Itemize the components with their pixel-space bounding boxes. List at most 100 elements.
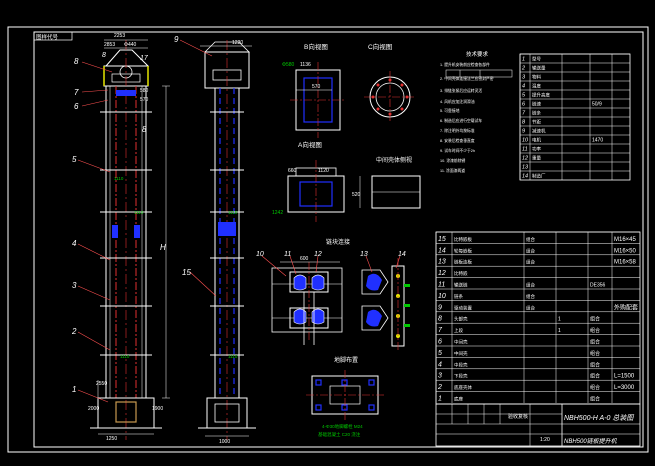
base-layout: 地脚布置 4-Φ30地脚螺栓 M24 基础混凝土 C20 浇注 bbox=[306, 356, 384, 438]
part-number: 4 bbox=[72, 239, 77, 248]
title-block-label: 验收复核 bbox=[508, 413, 528, 420]
bom-cell: 中间壳 bbox=[454, 339, 468, 346]
spec-cell: 制造厂 bbox=[532, 173, 546, 180]
svg-text:1110: 1110 bbox=[134, 210, 144, 215]
bom-cell: 5 bbox=[438, 350, 442, 357]
bom-cell: 外购配套 bbox=[614, 303, 638, 311]
front-top-dims: 2253 2853 Φ440 580 570 bbox=[104, 33, 149, 103]
note-line: 10. 涂漆前除锈 bbox=[440, 158, 466, 163]
bom-cell: 组合 bbox=[590, 384, 600, 391]
svg-text:1110: 1110 bbox=[228, 210, 238, 215]
base-note: 4-Φ30地脚螺栓 M24 bbox=[322, 423, 363, 430]
bom-cell: 组合 bbox=[590, 327, 600, 334]
bom-cell: 12 bbox=[438, 270, 446, 277]
bom-cell: M16×50 bbox=[614, 248, 637, 254]
dim-label: 2550 bbox=[96, 381, 107, 387]
note-line: 9. 试车时间不少于2h bbox=[440, 148, 475, 153]
elevator-front-view: H 8 bbox=[90, 40, 170, 440]
spec-cell: 13 bbox=[522, 165, 529, 171]
bom-cell: 组合 bbox=[590, 396, 600, 403]
bom-cell: 14 bbox=[438, 247, 446, 254]
dim-label: Φ580 bbox=[282, 62, 295, 68]
note-line: 6. 制造后应进行空载试车 bbox=[440, 118, 482, 123]
svg-text:1110: 1110 bbox=[228, 354, 238, 359]
dim-label: 1120 bbox=[318, 168, 329, 174]
part-number: 14 bbox=[398, 251, 406, 258]
spec-cell: 6 bbox=[522, 102, 526, 108]
bom-cell: 比特嵌板 bbox=[454, 236, 472, 243]
svg-text:1110: 1110 bbox=[120, 354, 130, 359]
bom-cell: 13 bbox=[438, 259, 446, 266]
bom-cell: 组合 bbox=[590, 316, 600, 323]
bom-cell: 中间壳 bbox=[454, 350, 468, 357]
spec-cell: 4 bbox=[522, 84, 525, 90]
bom-cell: 中段壳 bbox=[454, 361, 468, 368]
dim-label: 2000 bbox=[88, 406, 99, 412]
side-top-dim: 1220 bbox=[232, 40, 243, 46]
casing-dim-marks: 1110 1110 1110 bbox=[114, 176, 144, 359]
bom-cell: 上段 bbox=[454, 327, 463, 334]
bom-cell: 组合 bbox=[590, 373, 600, 380]
c-view-title: C向视图 bbox=[368, 42, 392, 51]
dim-label: Φ440 bbox=[124, 42, 137, 48]
chain-right-part-numbers: 13 14 bbox=[360, 251, 406, 258]
spec-cell: 温度 bbox=[532, 83, 541, 90]
flange-bolt-holes bbox=[371, 78, 409, 116]
part-number: 5 bbox=[72, 155, 77, 164]
dim-label: 600 bbox=[300, 256, 309, 262]
bom-cell: 轮每嵌板 bbox=[454, 247, 472, 254]
bom-cell: 链条 bbox=[454, 293, 463, 300]
bom-cell: 8 bbox=[438, 316, 442, 323]
section-view-title: 中间壳体侧视 bbox=[376, 156, 412, 164]
section-view: 中间壳体侧视 520 bbox=[352, 156, 421, 209]
spec-cell: 1 bbox=[522, 57, 525, 63]
boot-inlet bbox=[115, 401, 137, 423]
spec-cell: 50/9 bbox=[592, 102, 602, 108]
chain-detail-title: 链块连接 bbox=[326, 238, 350, 246]
elevator-side-view bbox=[198, 40, 256, 440]
bom-cell: 驱动装置 bbox=[454, 304, 472, 311]
front-leaders bbox=[77, 61, 113, 403]
bom-cell: 组合 bbox=[590, 339, 600, 346]
dim-label: 2253 bbox=[114, 33, 125, 39]
dim-label: 660 bbox=[288, 168, 297, 174]
spec-cell: 5 bbox=[522, 93, 526, 99]
drawing-number: NBH500-H A-0 总装图 bbox=[564, 414, 634, 422]
spec-cell: 8 bbox=[522, 120, 526, 126]
dim-label: 580 bbox=[140, 88, 149, 94]
drawing-name: NBH500链板提升机 bbox=[564, 437, 618, 445]
part-number: 15 bbox=[182, 268, 191, 277]
bom-cell: 输送链 bbox=[454, 282, 468, 289]
title-block: 验收复核 NBH500-H A-0 总装图 NBH500链板提升机 1:20 bbox=[435, 403, 641, 447]
spec-cell: 功率 bbox=[532, 146, 541, 153]
bom-cell: 4 bbox=[438, 361, 442, 368]
bom-cell: 3 bbox=[438, 373, 442, 380]
side-inspection-door bbox=[218, 222, 236, 236]
bom-cell: 链板连板 bbox=[454, 259, 472, 266]
bom-cell: DE356 bbox=[590, 283, 606, 289]
c-view: C向视图 bbox=[364, 42, 416, 123]
bom-cell: 比特嵌 bbox=[454, 270, 468, 277]
bom-cell: 7 bbox=[438, 327, 443, 334]
spec-cell: 重量 bbox=[532, 155, 541, 162]
section-mark: 8 bbox=[142, 125, 147, 134]
part-number: 2 bbox=[71, 327, 77, 336]
outer-frame bbox=[7, 26, 649, 453]
bom-cell: 组合 bbox=[526, 259, 535, 266]
spec-cell: 9 bbox=[522, 129, 525, 135]
bom-cell: 11 bbox=[438, 282, 445, 289]
note-line: 11. 涂面漆两道 bbox=[440, 168, 465, 173]
dim-label: 2853 bbox=[104, 42, 115, 48]
side-part-numbers: 9 15 bbox=[174, 35, 191, 277]
part-number: 11 bbox=[284, 251, 291, 258]
anchor-bolts bbox=[315, 379, 375, 411]
a-view-title: A向视图 bbox=[298, 140, 322, 149]
bom-cell: 1 bbox=[558, 328, 561, 334]
bom-cell: 组合 bbox=[526, 304, 535, 311]
spec-cell: 提升高度 bbox=[532, 92, 550, 99]
spec-cell: 1470 bbox=[592, 138, 603, 144]
bom-cell: L=1500 bbox=[614, 374, 635, 380]
b-view: B向视图 570 Φ580 1136 bbox=[282, 42, 346, 138]
part-number: 10 bbox=[256, 251, 264, 258]
